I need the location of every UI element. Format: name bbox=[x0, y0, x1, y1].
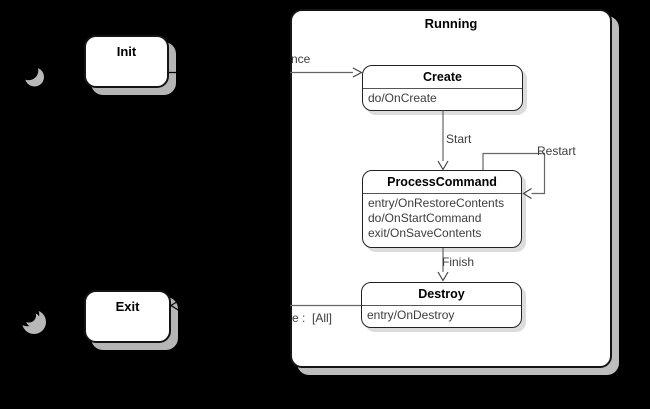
action-line: do/OnCreate bbox=[368, 91, 437, 105]
transition-label-finish: Finish bbox=[442, 255, 475, 269]
initial-state-icon[interactable] bbox=[18, 60, 44, 87]
transition-label-exit-guard: e : [All] bbox=[292, 311, 333, 325]
arrowhead-into-create-icon bbox=[352, 67, 363, 78]
state-title: ProcessCommand bbox=[363, 171, 521, 194]
arrowhead-into-process-right-icon bbox=[522, 187, 532, 200]
transition-label-instance: nce bbox=[291, 52, 311, 66]
state-init[interactable]: Init bbox=[84, 35, 169, 88]
state-title: Running bbox=[424, 16, 478, 31]
arrowhead-into-process-icon bbox=[437, 160, 449, 171]
state-title: Exit bbox=[115, 299, 140, 314]
state-title: Init bbox=[116, 44, 137, 59]
state-exit[interactable]: Exit bbox=[84, 290, 171, 343]
action-line: exit/OnSaveContents bbox=[368, 226, 482, 240]
state-title: Create bbox=[363, 66, 522, 89]
state-actions: entry/OnDestroy bbox=[362, 306, 521, 323]
state-destroy[interactable]: Destroy entry/OnDestroy bbox=[361, 282, 522, 328]
action-line: entry/OnDestroy bbox=[367, 308, 455, 322]
state-title: Destroy bbox=[362, 283, 521, 306]
transition-label-restart: Restart bbox=[537, 144, 576, 158]
final-state-icon[interactable] bbox=[15, 302, 46, 334]
action-line: do/OnStartCommand bbox=[368, 211, 482, 225]
state-process-command[interactable]: ProcessCommand entry/OnRestoreContents d… bbox=[362, 170, 522, 248]
action-line: entry/OnRestoreContents bbox=[368, 196, 505, 210]
edge-restart-loop[interactable] bbox=[482, 152, 546, 195]
arrowhead-into-destroy-icon bbox=[437, 271, 449, 282]
state-actions: do/OnCreate bbox=[363, 89, 522, 106]
transition-label-start: Start bbox=[446, 132, 472, 146]
state-actions: entry/OnRestoreContents do/OnStartComman… bbox=[363, 194, 521, 241]
arrowhead-into-exit-icon bbox=[169, 299, 180, 312]
